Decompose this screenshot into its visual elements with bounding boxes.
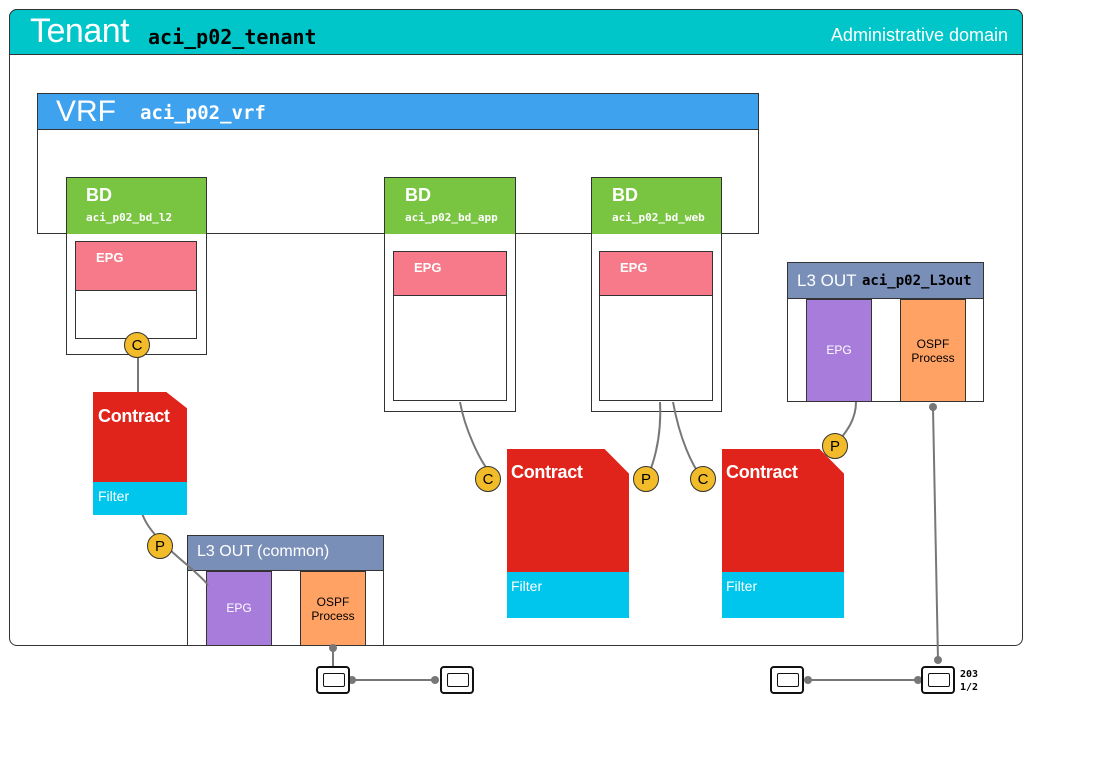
administrative-domain-label: Administrative domain: [830, 25, 1008, 45]
l3out-common-epg: [206, 571, 272, 646]
ospf-line1: OSPF: [916, 337, 950, 351]
tenant-title: Tenant: [30, 12, 130, 50]
wire-dot: [914, 676, 922, 684]
bd-l2-header: [66, 177, 207, 234]
l3out-tenant-ospf: [900, 299, 966, 402]
l3out-tenant-title: L3 OUT: [797, 271, 857, 290]
wire-dot: [431, 676, 439, 684]
contract-1-label: Contract: [98, 406, 170, 426]
vrf-name: aci_p02_vrf: [140, 102, 266, 124]
port-label-interface: 1/2: [960, 682, 979, 693]
contract-1-filter-label: Filter: [98, 488, 130, 504]
tenant-header: [9, 9, 1023, 55]
epg-l2-header: [75, 241, 197, 291]
ospf-line2: Process: [311, 609, 355, 623]
epg-app-header: [393, 251, 507, 296]
bd-l2-name: aci_p02_bd_l2: [86, 211, 173, 224]
ethernet-port-icon: [316, 666, 350, 694]
ethernet-port-icon: [440, 666, 474, 694]
l3out-tenant-epg-label: EPG: [826, 343, 852, 357]
consumer-badge: C: [124, 332, 150, 358]
provider-badge: P: [822, 433, 848, 459]
wire-dot: [329, 644, 337, 652]
contract-3: [722, 449, 844, 572]
epg-l2-label: EPG: [96, 250, 124, 265]
contract-2-filter-label: Filter: [511, 578, 543, 594]
bd-app-label: BD: [405, 185, 431, 205]
wire-app-contract2: [459, 401, 489, 471]
bd-l2-label: BD: [86, 185, 112, 205]
contract-1-filter: [93, 482, 187, 515]
bd-app-name: aci_p02_bd_app: [405, 211, 498, 224]
consumer-badge: C: [690, 466, 716, 492]
l3out-common-ospf-label: OSPF Process: [300, 595, 366, 623]
provider-badge: P: [633, 466, 659, 492]
ospf-line2: Process: [911, 351, 955, 365]
contract-2-label: Contract: [511, 462, 583, 482]
l3out-tenant-epg: [806, 299, 872, 402]
port-label: 203 1/2: [960, 668, 978, 694]
wire-ospf-port: [932, 407, 939, 661]
tenant-name: aci_p02_tenant: [148, 25, 317, 49]
contract-1: [93, 392, 187, 482]
epg-web-header: [599, 251, 713, 296]
wire-dot: [348, 676, 356, 684]
contract-3-filter: [722, 572, 844, 618]
contract-2: [507, 449, 629, 572]
consumer-badge: C: [475, 466, 501, 492]
l3out-tenant-ospf-label: OSPF Process: [900, 337, 966, 365]
bd-app-header: [384, 177, 516, 234]
l3out-common-ospf: [300, 571, 366, 646]
ethernet-port-icon: [770, 666, 804, 694]
l3out-common-epg-label: EPG: [226, 601, 252, 615]
wire-dot: [804, 676, 812, 684]
bd-web-label: BD: [612, 185, 638, 205]
epg-web-label: EPG: [620, 260, 648, 275]
ospf-line1: OSPF: [316, 595, 350, 609]
ethernet-port-icon: [921, 666, 955, 694]
l3out-common-title: L3 OUT (common): [197, 543, 330, 560]
provider-badge: P: [147, 533, 173, 559]
wire-contract1-l3common: [141, 512, 209, 586]
contract-2-filter: [507, 572, 629, 618]
l3out-tenant-name: aci_p02_L3out: [862, 273, 972, 289]
wire-dot: [929, 403, 937, 411]
l3out-common-header: [187, 535, 384, 571]
l3out-tenant-header: [787, 262, 984, 299]
bd-web-name: aci_p02_bd_web: [612, 211, 705, 224]
contract-3-label: Contract: [726, 462, 798, 482]
wire-dot: [934, 656, 942, 664]
bd-web-header: [591, 177, 722, 234]
vrf-title: VRF: [56, 95, 116, 128]
vrf-header: [37, 93, 759, 130]
port-label-node: 203: [960, 669, 979, 680]
epg-app-label: EPG: [414, 260, 442, 275]
contract-3-filter-label: Filter: [726, 578, 758, 594]
